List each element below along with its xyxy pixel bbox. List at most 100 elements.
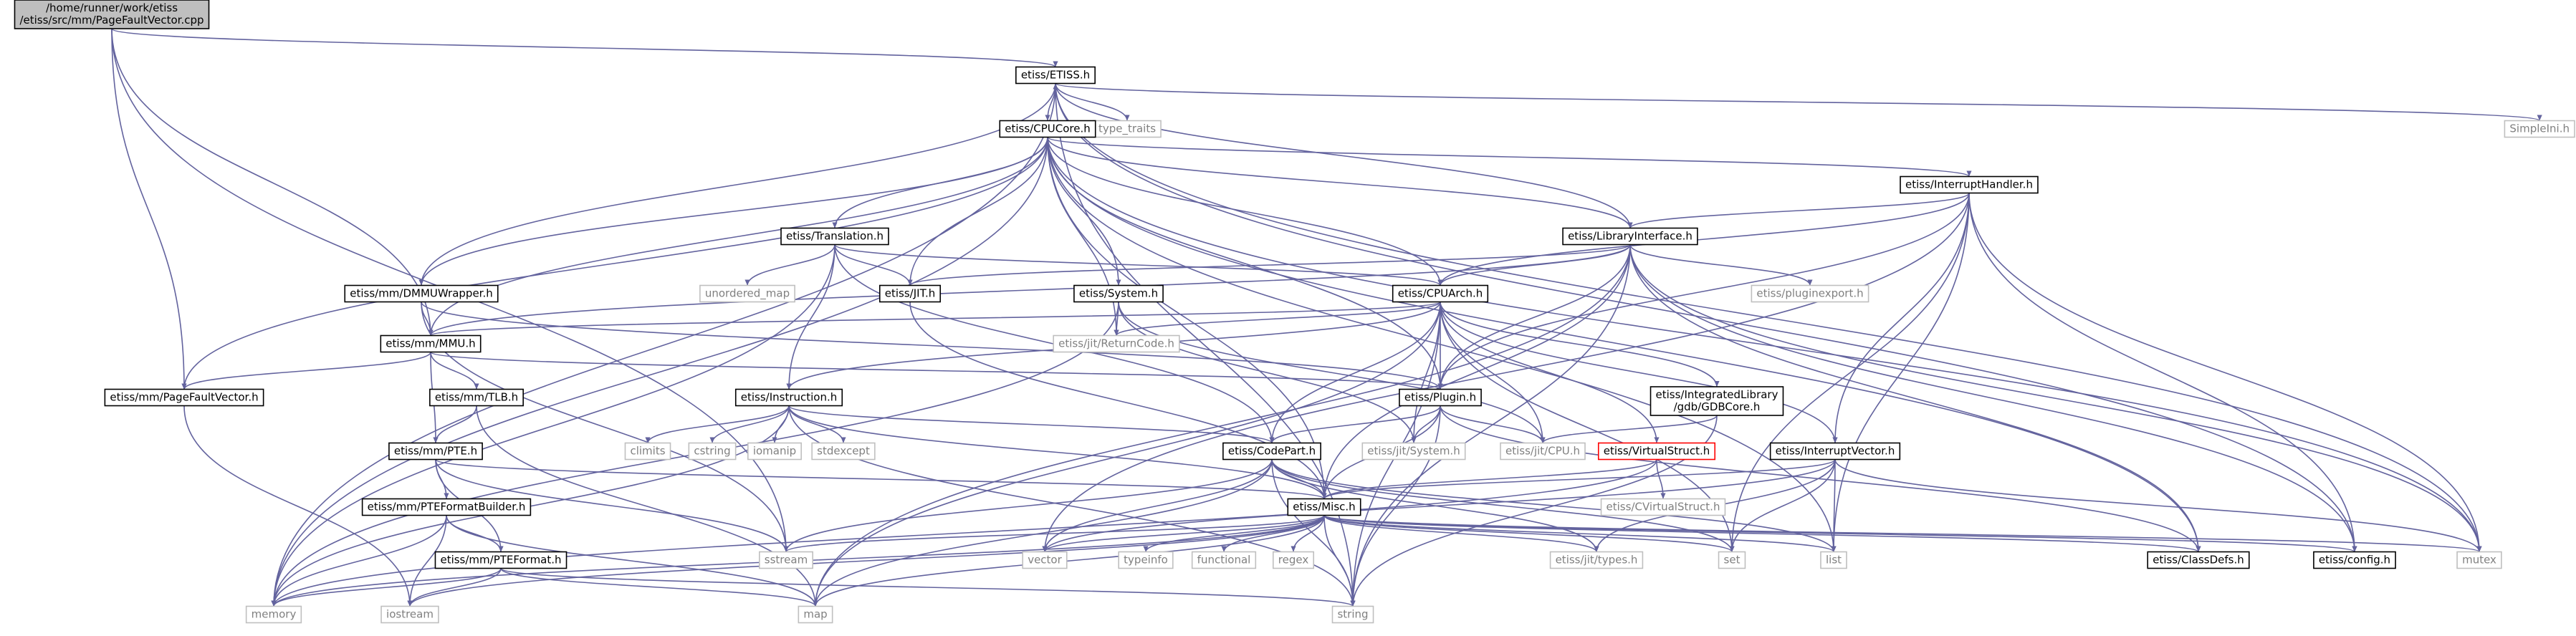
graph-node-tlb[interactable]: etiss/mm/TLB.h bbox=[429, 388, 524, 407]
graph-node-pte[interactable]: etiss/mm/PTE.h bbox=[388, 442, 483, 461]
edge-misc-to-regex bbox=[1291, 515, 1325, 552]
edge-codepart-to-vector bbox=[1042, 459, 1273, 552]
edge-cpuarch-to-codepart bbox=[1269, 302, 1441, 443]
graph-node-instruction[interactable]: etiss/Instruction.h bbox=[734, 388, 843, 407]
edge-cpuarch-to-gdbcore bbox=[1440, 302, 1720, 387]
edge-misc-to-classdefs bbox=[1323, 514, 2201, 553]
edge-misc-to-string bbox=[1323, 515, 1356, 607]
graph-node-regex: regex bbox=[1272, 551, 1315, 569]
edge-pteformat-to-memory bbox=[271, 568, 502, 607]
edge-interrupthandler-to-cpuarch bbox=[1437, 193, 1970, 286]
edge-instruction-to-string bbox=[788, 405, 1356, 607]
node-box bbox=[1191, 551, 1257, 569]
graph-node-etiss_h[interactable]: etiss/ETISS.h bbox=[1015, 66, 1096, 85]
graph-node-pteformat[interactable]: etiss/mm/PTEFormat.h bbox=[434, 551, 568, 569]
edge-interrupthandler-to-interruptvector bbox=[1832, 193, 1970, 443]
graph-node-climits: climits bbox=[624, 442, 671, 461]
node-label: etiss/InterruptHandler.h bbox=[1905, 178, 2033, 191]
graph-node-libraryinterface[interactable]: etiss/LibraryInterface.h bbox=[1562, 227, 1698, 246]
node-box bbox=[1361, 442, 1466, 461]
node-box bbox=[1015, 66, 1096, 85]
edge-instruction-to-climits bbox=[645, 405, 790, 443]
node-box bbox=[245, 605, 302, 624]
edge-interruptvector-to-vector bbox=[1042, 459, 1836, 552]
node-label: type_traits bbox=[1098, 122, 1156, 136]
node-label: etiss/CPUArch.h bbox=[1398, 287, 1483, 300]
graph-node-typeinfo: typeinfo bbox=[1118, 551, 1174, 569]
graph-node-virtualstruct[interactable]: etiss/VirtualStruct.h bbox=[1597, 442, 1716, 461]
edge-cpucore-to-classdefs bbox=[1047, 137, 2201, 552]
graph-node-config[interactable]: etiss/config.h bbox=[2313, 551, 2396, 569]
node-label: etiss/mm/PageFaultVector.h bbox=[110, 391, 258, 404]
edge-cpucore-to-dmmuwrapper bbox=[418, 137, 1048, 286]
node-box bbox=[747, 442, 802, 461]
edge-root-to-etiss_h bbox=[111, 28, 1058, 68]
edge-interruptvector-to-mutex bbox=[1834, 459, 2482, 552]
edge-cpucore-to-cpuarch bbox=[1047, 137, 1443, 286]
node-label: etiss/Plugin.h bbox=[1404, 391, 1476, 404]
graph-node-gdbcore[interactable]: etiss/IntegratedLibrary/gdb/GDBCore.h bbox=[1649, 386, 1784, 416]
node-label: etiss/CodePart.h bbox=[1228, 445, 1316, 458]
node-label: iostream bbox=[386, 608, 434, 621]
node-box bbox=[699, 284, 795, 303]
graph-node-root[interactable]: /home/runner/work/etiss/etiss/src/mm/Pag… bbox=[14, 0, 210, 29]
graph-node-jit[interactable]: etiss/JIT.h bbox=[878, 284, 942, 303]
graph-node-jitsystem: etiss/jit/System.h bbox=[1361, 442, 1466, 461]
edge-mmu-to-tlb bbox=[430, 352, 479, 390]
graph-node-interruptvector[interactable]: etiss/InterruptVector.h bbox=[1769, 442, 1901, 461]
graph-node-plugin[interactable]: etiss/Plugin.h bbox=[1399, 388, 1482, 407]
graph-node-memory: memory bbox=[245, 605, 302, 624]
graph-node-iomanip: iomanip bbox=[747, 442, 802, 461]
graph-node-interrupthandler[interactable]: etiss/InterruptHandler.h bbox=[1900, 175, 2039, 194]
graph-node-pluginexport: etiss/pluginexport.h bbox=[1751, 284, 1869, 303]
edge-libraryinterface-to-classdefs bbox=[1629, 244, 2201, 552]
edge-codepart-to-set bbox=[1271, 459, 1735, 552]
edge-translation-to-jit bbox=[834, 244, 913, 286]
edge-codepart-to-string bbox=[1271, 459, 1356, 607]
edge-misc-to-map bbox=[813, 515, 1325, 607]
node-label: etiss/mm/PTE.h bbox=[394, 445, 477, 458]
edge-etiss_h-to-simpleini bbox=[1055, 82, 2542, 122]
edge-misc-to-iostream bbox=[407, 515, 1325, 607]
edge-cpucore-to-libraryinterface bbox=[1047, 137, 1633, 228]
node-label: etiss/mm/MMU.h bbox=[386, 337, 475, 350]
edge-jit-to-misc bbox=[909, 302, 1327, 499]
edge-pteformat-to-map bbox=[500, 568, 818, 607]
node-label: map bbox=[803, 608, 827, 621]
edge-libraryinterface-to-map bbox=[813, 244, 1631, 607]
node-box bbox=[878, 284, 942, 303]
graph-node-classdefs[interactable]: etiss/ClassDefs.h bbox=[2147, 551, 2250, 569]
node-box bbox=[780, 227, 889, 246]
graph-node-cpucore[interactable]: etiss/CPUCore.h bbox=[999, 120, 1096, 138]
graph-node-cvirtualstruct: etiss/CVirtualStruct.h bbox=[1600, 498, 1726, 516]
node-label: etiss/jit/System.h bbox=[1367, 445, 1460, 458]
node-label: etiss/ClassDefs.h bbox=[2153, 554, 2244, 567]
edge-misc-to-vector bbox=[1042, 515, 1325, 552]
node-box bbox=[380, 334, 482, 353]
graph-node-system[interactable]: etiss/System.h bbox=[1073, 284, 1164, 303]
edge-virtualstruct-to-cvirtualstruct bbox=[1656, 459, 1666, 499]
node-box bbox=[624, 442, 671, 461]
graph-node-translation[interactable]: etiss/Translation.h bbox=[780, 227, 889, 246]
edge-pteformat-to-iostream bbox=[407, 568, 502, 607]
graph-node-mmu[interactable]: etiss/mm/MMU.h bbox=[380, 334, 482, 353]
edge-interrupthandler-to-libraryinterface bbox=[1627, 192, 1970, 229]
edge-dmmuwrapper-to-etiss_h bbox=[421, 83, 1058, 286]
node-box bbox=[2147, 551, 2250, 569]
edge-cpucore-to-pagefaultvector bbox=[181, 137, 1048, 390]
graph-node-misc[interactable]: etiss/Misc.h bbox=[1287, 498, 1361, 516]
graph-node-ptefb[interactable]: etiss/mm/PTEFormatBuilder.h bbox=[361, 498, 532, 516]
node-label: regex bbox=[1278, 554, 1309, 567]
edge-etiss_h-to-memory bbox=[271, 83, 1056, 607]
node-label: etiss/jit/CPU.h bbox=[1505, 445, 1580, 458]
edge-misc-to-config bbox=[1323, 514, 2357, 553]
graph-node-pagefaultvector[interactable]: etiss/mm/PageFaultVector.h bbox=[104, 388, 264, 407]
graph-node-dmmuwrapper[interactable]: etiss/mm/DMMUWrapper.h bbox=[344, 284, 499, 303]
node-box bbox=[1272, 551, 1315, 569]
graph-node-codepart[interactable]: etiss/CodePart.h bbox=[1222, 442, 1321, 461]
node-box bbox=[2456, 551, 2502, 569]
node-box bbox=[1769, 442, 1901, 461]
node-box bbox=[1549, 551, 1644, 569]
node-label: etiss/pluginexport.h bbox=[1756, 287, 1863, 300]
graph-node-cpuarch[interactable]: etiss/CPUArch.h bbox=[1392, 284, 1489, 303]
